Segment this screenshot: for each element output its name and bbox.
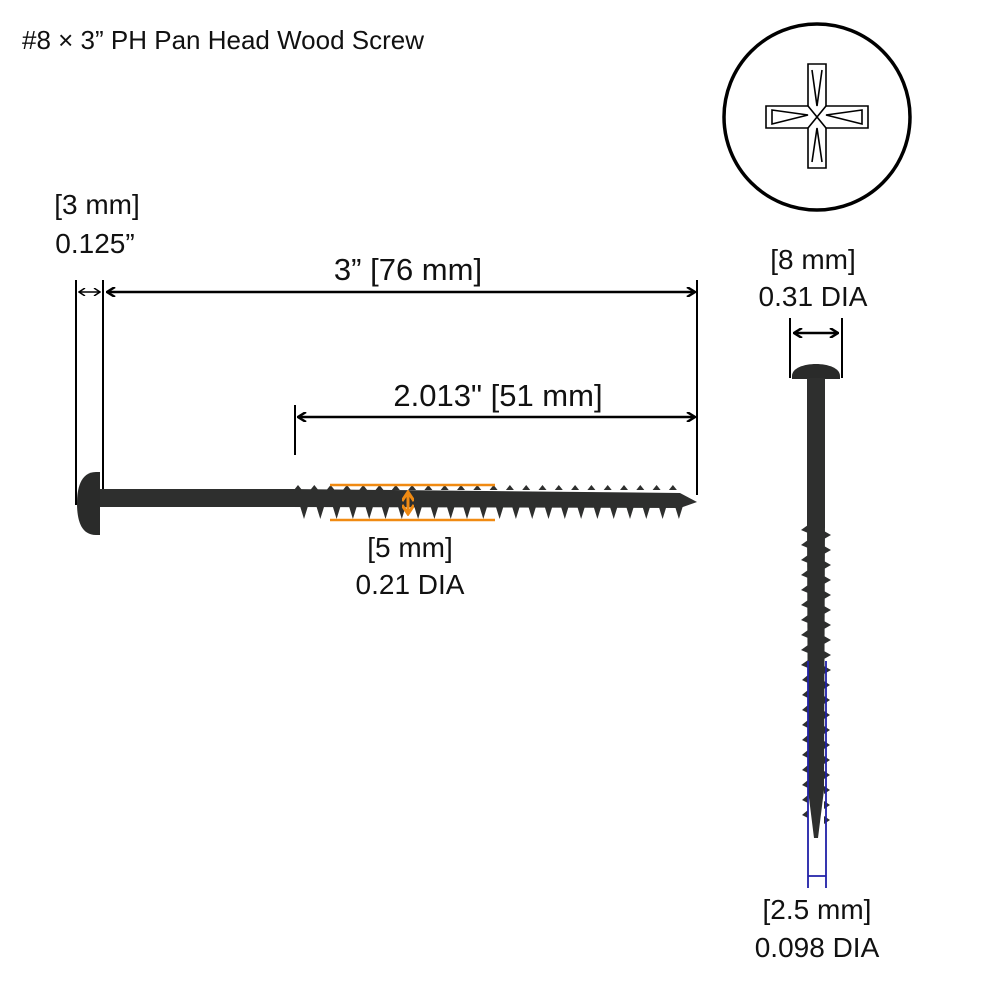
thread-tooth <box>801 570 831 584</box>
thread-tooth <box>801 525 831 539</box>
thread-tooth <box>424 485 439 519</box>
thread-tooth <box>326 485 341 519</box>
thread-tooth <box>801 585 831 599</box>
thread-diameter-imperial: 0.21 DIA <box>356 569 465 600</box>
root-diameter-metric: [2.5 mm] <box>763 894 872 925</box>
thread-length-dimension: 2.013" [51 mm] <box>294 378 695 455</box>
thread-tooth <box>294 485 308 519</box>
thread-tooth <box>801 600 831 614</box>
head-diameter-imperial: 0.31 DIA <box>759 281 868 312</box>
overall-length-dimension: 3” [76 mm] <box>107 252 698 495</box>
thread-tooth <box>310 485 325 519</box>
thread-tooth <box>801 645 831 659</box>
thread-length-label: 2.013" [51 mm] <box>393 378 602 413</box>
thread-tooth <box>554 485 569 519</box>
overall-length-label: 3” [76 mm] <box>334 252 482 287</box>
phillips-head-top-view <box>722 22 912 212</box>
thread-tooth <box>801 660 831 674</box>
thread-tooth <box>801 615 831 629</box>
screw-head <box>792 364 840 379</box>
thread-tooth <box>522 485 537 519</box>
head-diameter-dimension: [8 mm] 0.31 DIA <box>759 244 868 378</box>
thread-tooth <box>408 485 423 519</box>
thread-tooth <box>440 485 455 519</box>
thread-tooth <box>603 485 618 519</box>
phillips-cross-icon <box>765 63 869 169</box>
thread-tooth <box>457 485 471 519</box>
head-height-imperial: 0.125” <box>55 228 134 259</box>
thread-tooth <box>375 485 390 519</box>
thread-tooth <box>652 485 667 519</box>
thread-tooth <box>571 485 586 519</box>
thread-tooth <box>342 485 357 519</box>
thread-tooth <box>801 540 831 554</box>
thread-tooth <box>801 630 831 644</box>
screw-side-view <box>77 472 697 535</box>
thread-tooth <box>801 555 831 569</box>
head-diameter-metric: [8 mm] <box>770 244 856 275</box>
diagram-title: #8 × 3” PH Pan Head Wood Screw <box>22 25 424 55</box>
thread-tooth <box>505 485 520 519</box>
root-diameter-imperial: 0.098 DIA <box>755 932 880 963</box>
screw-head <box>77 472 100 535</box>
thread-tooth <box>359 485 374 519</box>
thread-diameter-marker: [5 mm] 0.21 DIA <box>330 483 495 600</box>
root-diameter-marker: [2.5 mm] 0.098 DIA <box>755 661 880 963</box>
screw-front-view <box>792 364 840 838</box>
thread-tooth <box>587 485 602 519</box>
thread-tooth <box>620 485 634 519</box>
head-height-dimension: [3 mm] 0.125” <box>54 189 140 505</box>
thread-tooth <box>668 485 683 519</box>
thread-tooth <box>636 485 651 519</box>
head-height-metric: [3 mm] <box>54 189 140 220</box>
thread-tooth <box>538 485 553 519</box>
thread-tooth <box>473 485 488 519</box>
thread-tooth <box>489 485 504 519</box>
thread-diameter-metric: [5 mm] <box>367 532 453 563</box>
